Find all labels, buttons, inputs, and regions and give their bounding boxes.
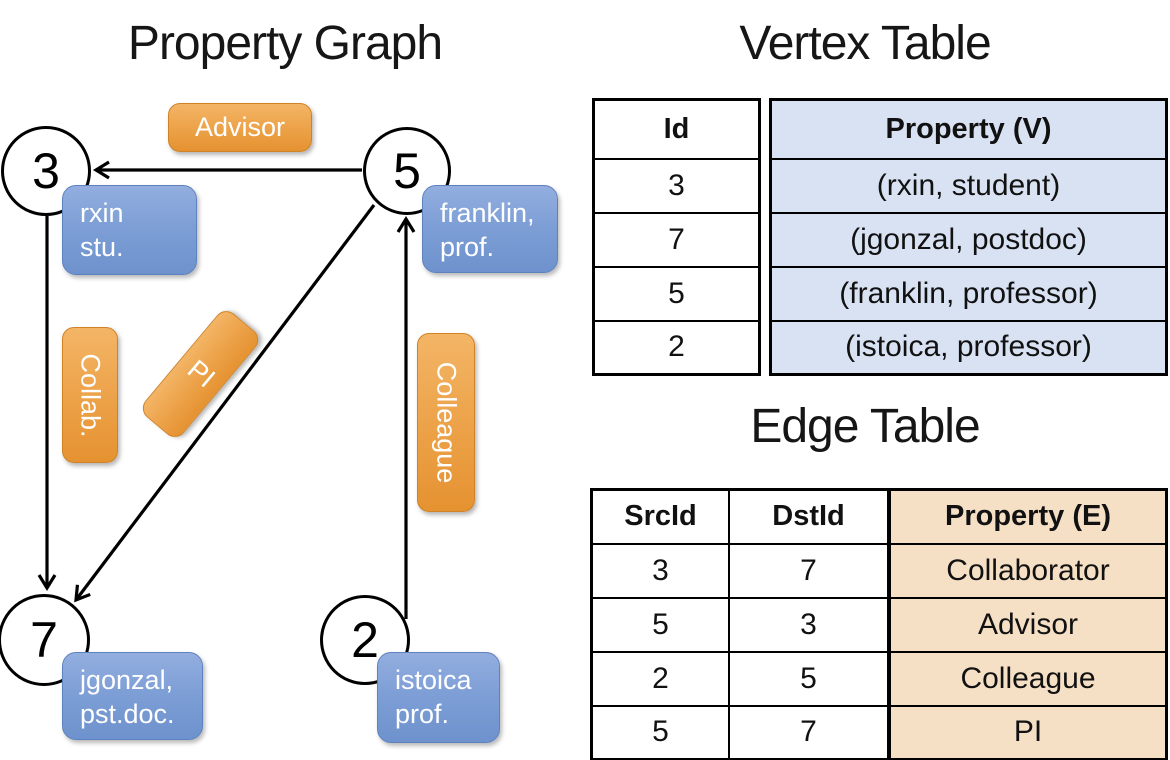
vertex-property-box-3: rxin stu.	[62, 185, 197, 275]
edge-table-id-columns: SrcId DstId 3 7 5 3 2 5 5 7	[590, 488, 890, 760]
vertex-table-property-header: Property (V)	[769, 98, 1168, 160]
vertex-property-box-2: istoica prof.	[377, 652, 500, 743]
vertex-row-2-property: (franklin, professor)	[769, 265, 1168, 322]
vertex-property-box-3-line1: rxin	[80, 198, 124, 228]
vertex-property-box-7-line2: pst.doc.	[80, 699, 175, 729]
edge-row-3-src: 5	[590, 704, 730, 760]
vertex-property-box-5-line1: franklin,	[440, 198, 535, 228]
edge-label-advisor: Advisor	[168, 103, 312, 152]
edge-row-2-src: 2	[590, 650, 730, 707]
edge-label-pi-text: PI	[181, 353, 221, 394]
graph-node-5: 5	[363, 127, 451, 215]
vertex-table-id-header: Id	[592, 98, 761, 160]
edge-label-colleague: Colleague	[417, 333, 475, 512]
edge-row-3-dst: 7	[728, 704, 890, 760]
edge-row-1-dst: 3	[728, 596, 890, 653]
vertex-table-id-column: Id 3 7 5 2	[592, 98, 761, 376]
node-7-id: 7	[30, 612, 58, 668]
edge-line-pi-5-to-7	[74, 204, 376, 603]
vertex-table-title: Vertex Table	[739, 17, 991, 70]
graph-node-2: 2	[320, 595, 410, 685]
vertex-row-2-id: 5	[592, 265, 761, 322]
edge-label-colleague-text: Colleague	[431, 361, 462, 484]
edge-table-property-header: Property (E)	[888, 488, 1168, 545]
edge-table-title: Edge Table	[750, 400, 980, 453]
edge-label-collab: Collab.	[62, 327, 118, 463]
vertex-table-property-column: Property (V) (rxin, student) (jgonzal, p…	[769, 98, 1168, 376]
edge-label-advisor-text: Advisor	[194, 112, 286, 142]
vertex-property-box-3-line2: stu.	[80, 232, 124, 262]
vertex-property-box-7: jgonzal, pst.doc.	[62, 652, 203, 740]
vertex-row-0-id: 3	[592, 157, 761, 214]
vertex-row-0-property: (rxin, student)	[769, 157, 1168, 214]
property-graph-title: Property Graph	[127, 17, 443, 70]
edge-row-1-src: 5	[590, 596, 730, 653]
vertex-row-3-id: 2	[592, 319, 761, 376]
vertex-property-box-2-line1: istoica	[395, 665, 472, 695]
vertex-property-box-2-line2: prof.	[395, 699, 450, 729]
vertex-row-1-id: 7	[592, 211, 761, 268]
vertex-property-box-7-line1: jgonzal,	[80, 665, 174, 695]
vertex-row-3-property: (istoica, professor)	[769, 319, 1168, 376]
edge-row-2-dst: 5	[728, 650, 890, 707]
edge-label-collab-text: Collab.	[75, 352, 106, 438]
edge-row-0-property: Collaborator	[888, 542, 1168, 599]
vertex-property-box-5-line2: prof.	[440, 232, 495, 262]
edge-table-srcid-header: SrcId	[590, 488, 730, 545]
edge-table-dstid-header: DstId	[728, 488, 890, 545]
edge-row-3-property: PI	[888, 704, 1168, 760]
edge-table-property-column: Property (E) Collaborator Advisor Collea…	[888, 488, 1168, 760]
node-3-id: 3	[32, 143, 60, 199]
edge-row-0-dst: 7	[728, 542, 890, 599]
vertex-property-box-5: franklin, prof.	[422, 185, 558, 273]
edge-row-1-property: Advisor	[888, 596, 1168, 653]
node-2-id: 2	[351, 612, 379, 668]
node-5-id: 5	[393, 143, 421, 199]
edge-row-0-src: 3	[590, 542, 730, 599]
edge-row-2-property: Colleague	[888, 650, 1168, 707]
graph-edges-svg	[37, 160, 416, 619]
vertex-row-1-property: (jgonzal, postdoc)	[769, 211, 1168, 268]
